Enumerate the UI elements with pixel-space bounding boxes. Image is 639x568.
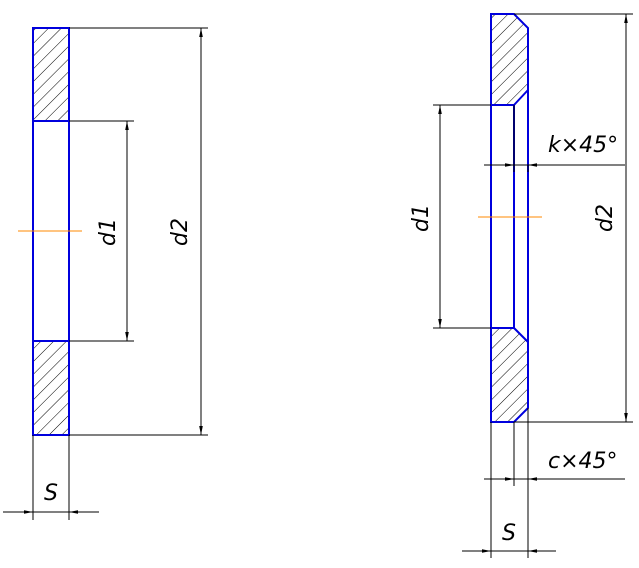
right-upper-section — [491, 14, 528, 105]
right-s-label: S — [502, 521, 516, 546]
left-d2-label: d2 — [168, 218, 193, 246]
left-d1-label: d1 — [96, 218, 121, 246]
right-d2-label: d2 — [593, 204, 618, 232]
left-upper-section — [33, 28, 69, 121]
left-extension-lines — [32, 27, 208, 520]
right-c-label: c×45° — [548, 449, 618, 474]
right-washer-view: d2 d1 k×45° c×45° S — [409, 13, 633, 558]
left-washer-view: d2 d1 S — [3, 27, 208, 520]
left-lower-section — [33, 341, 69, 435]
right-k-label: k×45° — [548, 133, 618, 158]
left-s-label: S — [44, 481, 58, 506]
right-lower-section — [491, 328, 528, 422]
right-extension-lines — [433, 13, 633, 558]
right-d1-label: d1 — [409, 204, 434, 232]
